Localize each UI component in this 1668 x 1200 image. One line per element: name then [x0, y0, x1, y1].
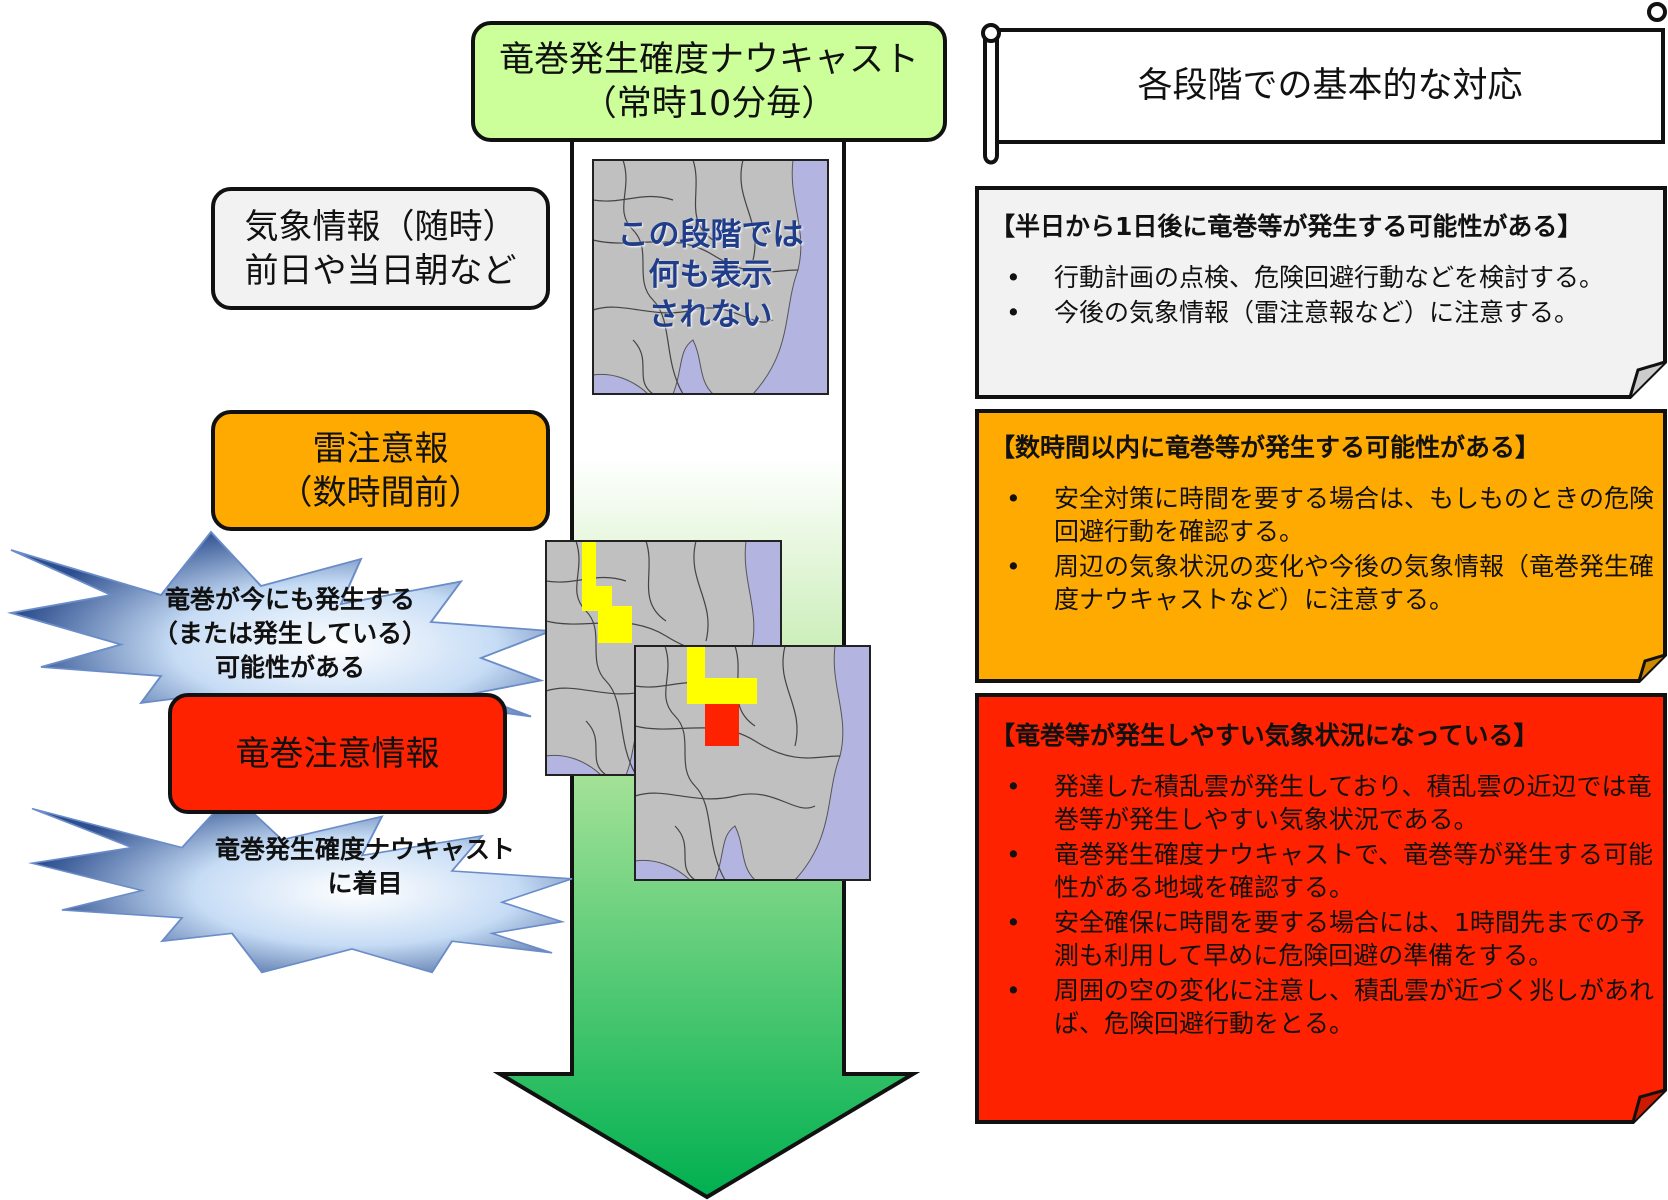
response-item: 竜巻発生確度ナウキャストで、竜巻等が発生する可能性がある地域を確認する。 — [990, 838, 1655, 904]
map-tornado-warning — [634, 645, 871, 881]
response-header-scroll — [981, 2, 1667, 165]
response-item: 安全確保に時間を要する場合には、1時間先までの予測も利用して早めに危険回避の準備… — [990, 906, 1655, 972]
burst-line: （または発生している） — [152, 619, 428, 648]
stage-label: 竜巻注意情報 — [235, 733, 440, 774]
burst-line: 竜巻が今にも発生する — [164, 585, 415, 614]
response-item: 行動計画の点検、危険回避行動などを検討する。 — [990, 261, 1655, 294]
response-heading: 【竜巻等が発生しやすい気象状況になっている】 — [990, 721, 1539, 750]
nowcast-header-box — [471, 21, 947, 142]
nowcast-header-line1: 竜巻発生確度ナウキャスト — [498, 39, 919, 80]
burst-line: に着目 — [327, 869, 403, 898]
response-heading: 【数時間以内に竜巻等が発生する可能性がある】 — [990, 433, 1541, 462]
stage-sublabel: （数時間前） — [278, 472, 483, 513]
nowcast-header: 竜巻発生確度ナウキャスト （常時10分毎） — [473, 23, 945, 140]
burst-line: 可能性がある — [214, 653, 365, 682]
response-item: 周囲の空の変化に注意し、積乱雲が近づく兆しがあれば、危険回避行動をとる。 — [990, 974, 1655, 1040]
response-half-day: 【半日から1日後に竜巻等が発生する可能性がある】 行動計画の点検、危険回避行動な… — [990, 210, 1655, 331]
map-note: この段階では 何も表示 されない — [593, 215, 828, 335]
stage-weather-info: 気象情報（随時） 前日や当日朝など — [213, 189, 548, 308]
response-hours: 【数時間以内に竜巻等が発生する可能性がある】 安全対策に時間を要する場合は、もし… — [990, 431, 1655, 618]
map-empty — [592, 159, 829, 395]
stage-thunder-advisory: 雷注意報 （数時間前） — [213, 412, 548, 529]
response-item: 周辺の気象状況の変化や今後の気象情報（竜巻発生確度ナウキャストなど）に注意する。 — [990, 550, 1655, 616]
map-note-line2: 何も表示 — [648, 257, 773, 293]
response-imminent: 【竜巻等が発生しやすい気象状況になっている】 発達した積乱雲が発生しており、積乱… — [990, 719, 1655, 1042]
response-item: 安全対策に時間を要する場合は、もしものときの危険回避行動を確認する。 — [990, 482, 1655, 548]
nowcast-header-line2: （常時10分毎） — [581, 83, 837, 124]
burst-line: 竜巻発生確度ナウキャスト — [214, 835, 515, 864]
burst-text-2: 竜巻発生確度ナウキャスト に着目 — [140, 833, 590, 901]
stage-tornado-warning: 竜巻注意情報 — [170, 695, 505, 812]
map-note-line3: されない — [648, 297, 773, 333]
response-heading: 【半日から1日後に竜巻等が発生する可能性がある】 — [990, 212, 1583, 241]
map-note-line1: この段階では — [617, 217, 804, 253]
burst-text-1: 竜巻が今にも発生する （または発生している） 可能性がある — [60, 583, 520, 685]
stage-box-weather-info — [211, 187, 550, 310]
stage-sublabel: 前日や当日朝など — [244, 250, 517, 291]
stage-label: 雷注意報 — [312, 428, 449, 469]
stage-box-thunder-advisory — [211, 410, 550, 531]
response-header: 各段階での基本的な対応 — [1137, 66, 1523, 106]
response-item: 発達した積乱雲が発生しており、積乱雲の近辺では竜巻等が発生しやすい気象状況である… — [990, 770, 1655, 836]
response-item: 今後の気象情報（雷注意報など）に注意する。 — [990, 296, 1655, 329]
stage-box-tornado-warning — [168, 693, 507, 814]
stage-label: 気象情報（随時） — [244, 206, 517, 247]
